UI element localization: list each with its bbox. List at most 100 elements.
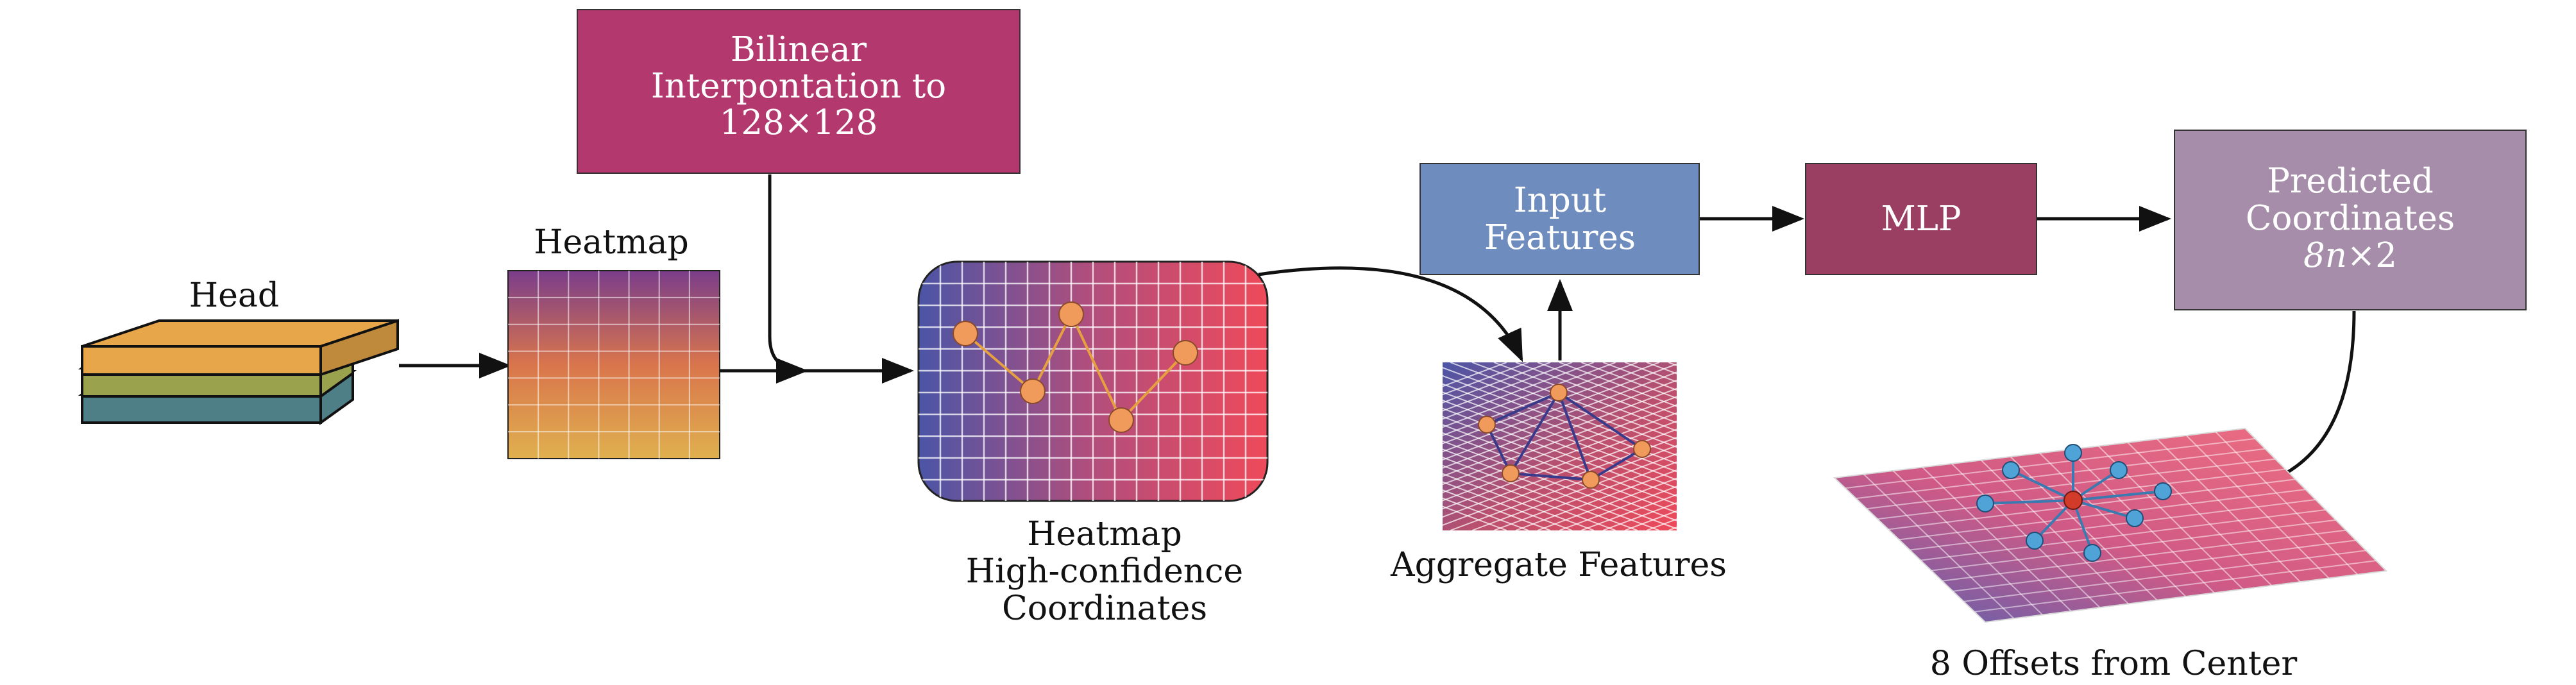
grid-line	[1443, 448, 1660, 530]
mlp-label: MLP	[1881, 199, 1961, 239]
input-features-label-line1: Input	[1514, 181, 1606, 220]
grid-line	[1443, 473, 1595, 530]
offsets-label: 8 Offsets from Center	[1930, 645, 2298, 682]
bilinear-label-line1: Bilinear	[731, 30, 867, 69]
highconf-label-line3: Coordinates	[1002, 589, 1207, 628]
grid-line	[1443, 380, 1677, 469]
aggregate-polygon	[1485, 391, 1645, 482]
mlp-box	[1805, 163, 2037, 275]
aggregate-edge	[1509, 391, 1560, 475]
grid-line	[1471, 453, 1677, 530]
aggregate-point	[1550, 384, 1568, 402]
grid-line	[1443, 363, 1677, 453]
predicted-dim-rest: ×2	[2347, 236, 2397, 275]
heatmap-grid-lines	[508, 271, 720, 459]
grid-line	[1443, 420, 1677, 510]
grid-line	[1953, 539, 2356, 592]
head-layer-bottom	[81, 393, 322, 424]
highconf-grid-lines	[919, 262, 1267, 501]
offset-point	[2126, 509, 2144, 527]
offset-spokes	[1985, 453, 2164, 554]
aggregate-label: Aggregate Features	[1390, 546, 1727, 584]
head-layer-top	[81, 345, 322, 376]
grid-line	[1493, 362, 1677, 432]
grid-line	[1443, 489, 1551, 530]
aggregate-point	[1478, 416, 1496, 434]
grid-line	[2215, 431, 2359, 575]
grid-line	[1443, 481, 1573, 530]
grid-line	[1910, 499, 2316, 551]
grid-line	[1443, 412, 1677, 502]
offset-center-point	[2063, 491, 2083, 510]
grid-line	[1443, 497, 1529, 530]
grid-line	[1942, 529, 2346, 582]
grid-line	[1537, 477, 1677, 530]
bilinear-label-line3: 128×128	[720, 103, 878, 142]
predicted-label-line2: Coordinates	[2246, 199, 2455, 238]
grid-line	[1443, 362, 1529, 396]
offset-point	[1976, 495, 1994, 512]
grid-line	[1443, 387, 1677, 477]
predicted-label-line1: Predicted	[2267, 162, 2434, 201]
predicted-box	[2174, 130, 2527, 310]
arrow-bilinear-to-merge	[768, 174, 808, 384]
grid-line	[1443, 362, 1616, 428]
highconf-point	[1173, 340, 1198, 366]
highconf-point	[1020, 378, 1046, 404]
aggregate-point	[1633, 440, 1651, 458]
grid-line	[1515, 362, 1677, 424]
grid-line	[1443, 428, 1677, 518]
grid-line	[1493, 461, 1677, 530]
head-label: Head	[189, 276, 279, 315]
grid-line	[1963, 550, 2366, 602]
bilinear-label-line2: Interpontation to	[651, 67, 946, 106]
input-features-box	[1419, 163, 1700, 275]
grid-line	[1443, 404, 1677, 493]
grid-line	[1443, 362, 1660, 444]
grid-line	[1450, 444, 1677, 530]
aggregate-edge	[1557, 392, 1592, 480]
grid-line	[1974, 560, 2377, 613]
heatmap-label: Heatmap	[534, 223, 689, 262]
grid-line	[1559, 486, 1677, 530]
grid-line	[2185, 435, 2330, 579]
heatmap-grid	[507, 270, 720, 459]
head-block	[78, 319, 399, 425]
offset-point	[2110, 461, 2128, 479]
highconf-label-line1: Heatmap	[1027, 515, 1182, 554]
grid-line	[1443, 362, 1595, 420]
grid-line	[1931, 519, 2336, 571]
grid-line	[1580, 494, 1677, 530]
grid-line	[1515, 469, 1677, 530]
highconf-point	[1058, 301, 1084, 327]
bilinear-box	[577, 9, 1021, 174]
grid-line	[1443, 437, 1677, 526]
grid-line	[1443, 464, 1616, 530]
aggregate-point	[1502, 464, 1520, 482]
highconf-point	[1108, 407, 1134, 433]
offset-point	[2002, 461, 2020, 479]
offset-point	[2083, 544, 2101, 562]
grid-line	[1443, 371, 1677, 461]
offset-point	[2064, 444, 2082, 462]
grid-line	[1443, 362, 1573, 412]
grid-line	[1559, 362, 1677, 407]
highconf-label-line2: High-confidence	[966, 552, 1243, 591]
predicted-dim-label: 8n×2	[2303, 236, 2397, 275]
grid-line	[1443, 457, 1638, 530]
grid-line	[1471, 362, 1677, 440]
grid-line	[1443, 362, 1551, 403]
predicted-dim-var: 8n	[2303, 236, 2347, 275]
grid-line	[1920, 509, 2326, 561]
grid-line	[2157, 438, 2301, 582]
arrow-highconf-to-aggregate	[1258, 266, 1523, 362]
highconf-point	[953, 321, 978, 346]
offset-point	[2154, 482, 2172, 500]
grid-line	[1580, 362, 1677, 399]
grid-line	[1537, 362, 1677, 416]
aggregate-point	[1582, 471, 1600, 489]
grid-line	[2127, 442, 2273, 586]
grid-line	[1443, 396, 1677, 486]
